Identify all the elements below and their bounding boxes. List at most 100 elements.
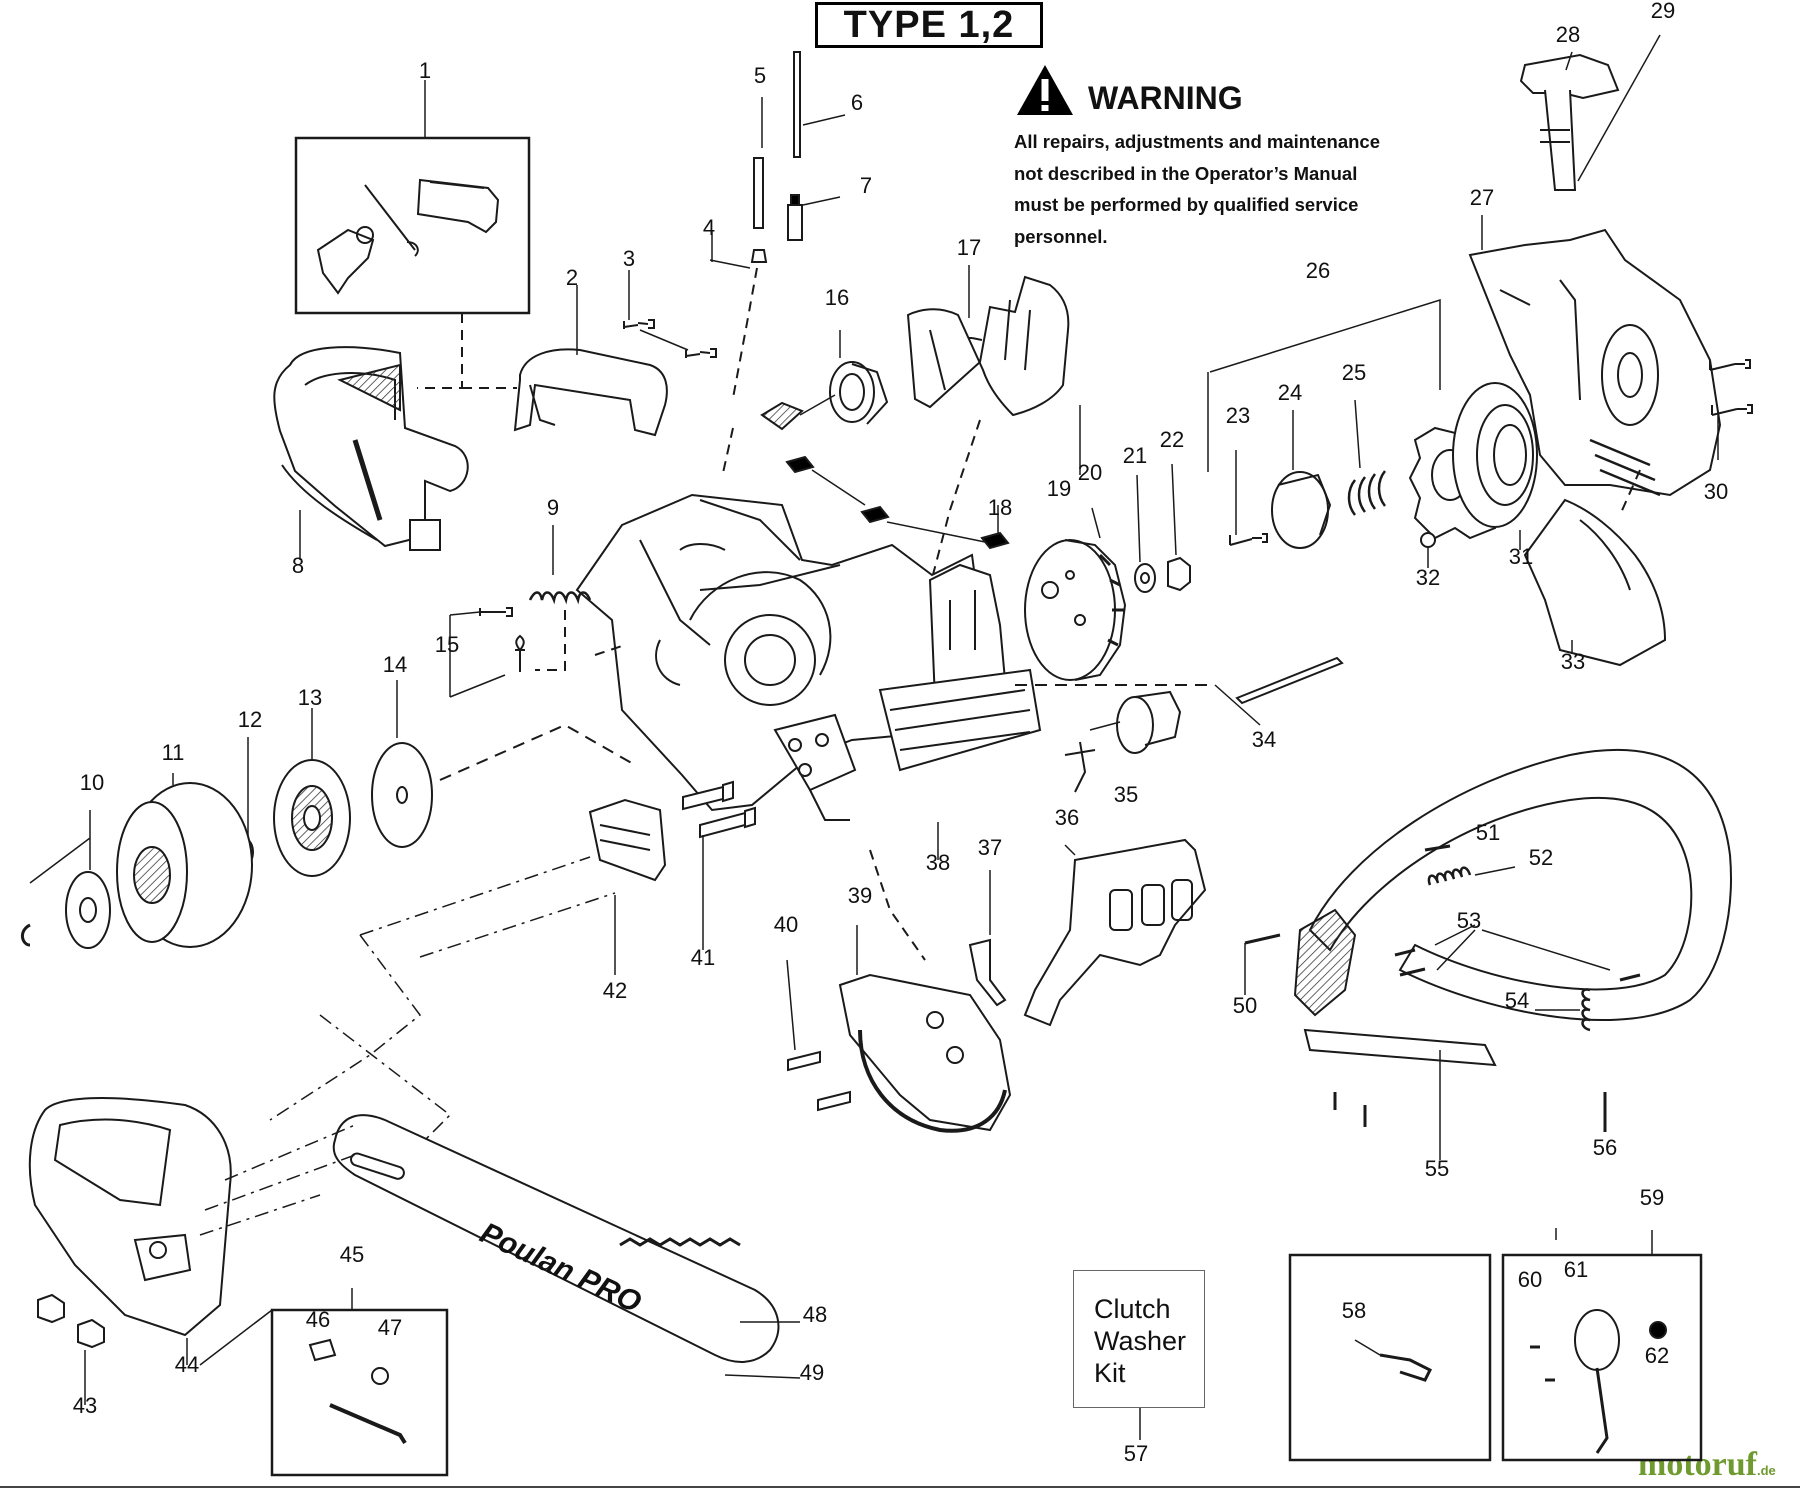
part-58-box xyxy=(1288,1253,1492,1462)
part-number-label: 18 xyxy=(988,495,1012,520)
warning-text: All repairs, adjustments and maintenance… xyxy=(1014,126,1394,252)
part-number-label: 16 xyxy=(825,285,849,310)
part-1-throttle-kit xyxy=(294,80,531,315)
warning-line: personnel. xyxy=(1014,225,1108,247)
part-number-label: 53 xyxy=(1457,908,1481,933)
part-number-label: 42 xyxy=(603,978,627,1003)
part-24-pulley xyxy=(1271,410,1332,549)
part-50-screw xyxy=(1244,933,1281,995)
part-number-label: 17 xyxy=(957,235,981,260)
part-number-label: 47 xyxy=(378,1315,402,1340)
parts-4-to-7-fuel-line xyxy=(709,51,846,269)
part-number-label: 55 xyxy=(1425,1156,1449,1181)
part-18-clips xyxy=(785,455,1010,550)
part-43-nuts xyxy=(37,1293,105,1405)
part-51-screw xyxy=(1424,844,1451,852)
kit-line: Clutch xyxy=(1094,1294,1171,1324)
part-number-label: 21 xyxy=(1123,443,1147,468)
part-8-rear-handle xyxy=(273,346,469,560)
part-number-label: 19 xyxy=(1047,476,1071,501)
part-number-label: 36 xyxy=(1055,805,1079,830)
part-54-spring xyxy=(1535,988,1591,1032)
part-10-washer xyxy=(21,810,111,949)
part-28-starter-handle xyxy=(1519,34,1661,191)
part-number-label: 33 xyxy=(1561,649,1585,674)
part-number-label: 59 xyxy=(1640,1185,1664,1210)
part-number-label: 45 xyxy=(340,1242,364,1267)
part-number-label: 60 xyxy=(1518,1267,1542,1292)
warning-title: WARNING xyxy=(1088,80,1243,116)
part-39-brake-assembly xyxy=(838,925,1012,1133)
part-number-label: 7 xyxy=(860,173,872,198)
watermark-suffix: .de xyxy=(1756,1463,1776,1478)
part-number-label: 61 xyxy=(1564,1257,1588,1282)
part-21-washer xyxy=(1134,474,1156,593)
part-number-label: 14 xyxy=(383,652,407,677)
part-number-label: 28 xyxy=(1556,22,1580,47)
part-number-label: 5 xyxy=(754,63,766,88)
watermark-main: motoruf xyxy=(1638,1446,1757,1483)
part-number-label: 22 xyxy=(1160,427,1184,452)
part-41-bolts xyxy=(682,780,756,950)
part-number-label: 38 xyxy=(926,850,950,875)
part-44-sprocket-cover xyxy=(28,1097,232,1365)
part-number-label: 27 xyxy=(1470,185,1494,210)
part-number-label: 50 xyxy=(1233,993,1257,1018)
part-11-clutch-drum xyxy=(116,773,253,948)
part-number-label: 29 xyxy=(1651,0,1675,23)
part-number-label: 58 xyxy=(1342,1298,1366,1323)
part-number-label: 11 xyxy=(162,740,185,765)
part-27-starter-housing xyxy=(1468,215,1722,497)
part-number-label: 43 xyxy=(73,1393,97,1418)
part-number-labels: 1234567891011121314151617181920212223242… xyxy=(73,0,1728,1466)
part-number-label: 54 xyxy=(1505,988,1529,1013)
part-16-fuel-cap xyxy=(760,330,889,431)
warning-line: must be performed by qualified service xyxy=(1014,194,1359,215)
part-48-guide-bar xyxy=(332,1114,800,1363)
part-40-bolts xyxy=(786,959,851,1112)
part-number-label: 23 xyxy=(1226,403,1250,428)
part-2-top-cover xyxy=(513,285,668,437)
part-number-label: 49 xyxy=(800,1360,824,1385)
bottom-rule xyxy=(0,1486,1800,1488)
part-34-rod xyxy=(1214,656,1344,726)
part-32-nut xyxy=(1420,532,1436,568)
part-49-chain xyxy=(619,1237,801,1379)
part-number-label: 56 xyxy=(1593,1135,1617,1160)
part-3-screws xyxy=(623,270,717,358)
part-number-label: 37 xyxy=(978,835,1002,860)
part-37-clip xyxy=(968,870,1007,1007)
part-number-label: 25 xyxy=(1342,360,1366,385)
part-13-clutch xyxy=(273,708,351,877)
warning-line: All repairs, adjustments and maintenance xyxy=(1014,131,1380,152)
part-number-label: 15 xyxy=(435,632,459,657)
part-number-label: 44 xyxy=(175,1352,199,1377)
part-25-spring xyxy=(1347,399,1387,516)
part-number-label: 46 xyxy=(306,1307,330,1332)
part-59-box xyxy=(1501,1228,1703,1462)
part-number-label: 13 xyxy=(298,685,322,710)
part-number-label: 34 xyxy=(1252,727,1276,752)
part-26-starter-pulley xyxy=(1207,298,1502,540)
type-label: TYPE 1,2 xyxy=(815,2,1043,48)
part-number-label: 9 xyxy=(547,495,559,520)
part-number-label: 8 xyxy=(292,553,304,578)
part-number-label: 2 xyxy=(566,265,578,290)
kit-line: Kit xyxy=(1094,1358,1126,1388)
part-number-label: 3 xyxy=(623,246,635,271)
part-30-screws xyxy=(1709,359,1753,460)
part-number-label: 30 xyxy=(1704,479,1728,504)
part-23-screw xyxy=(1229,450,1268,546)
part-20-heat-shield xyxy=(906,275,1081,475)
part-number-label: 57 xyxy=(1124,1441,1148,1466)
part-35-primer xyxy=(1064,690,1182,793)
part-number-label: 62 xyxy=(1645,1343,1669,1368)
part-number-label: 12 xyxy=(238,707,262,732)
part-number-label: 26 xyxy=(1306,258,1330,283)
part-22-nut xyxy=(1167,463,1191,592)
part-number-label: 10 xyxy=(80,770,104,795)
part-number-label: 32 xyxy=(1416,565,1440,590)
part-number-label: 39 xyxy=(848,883,872,908)
